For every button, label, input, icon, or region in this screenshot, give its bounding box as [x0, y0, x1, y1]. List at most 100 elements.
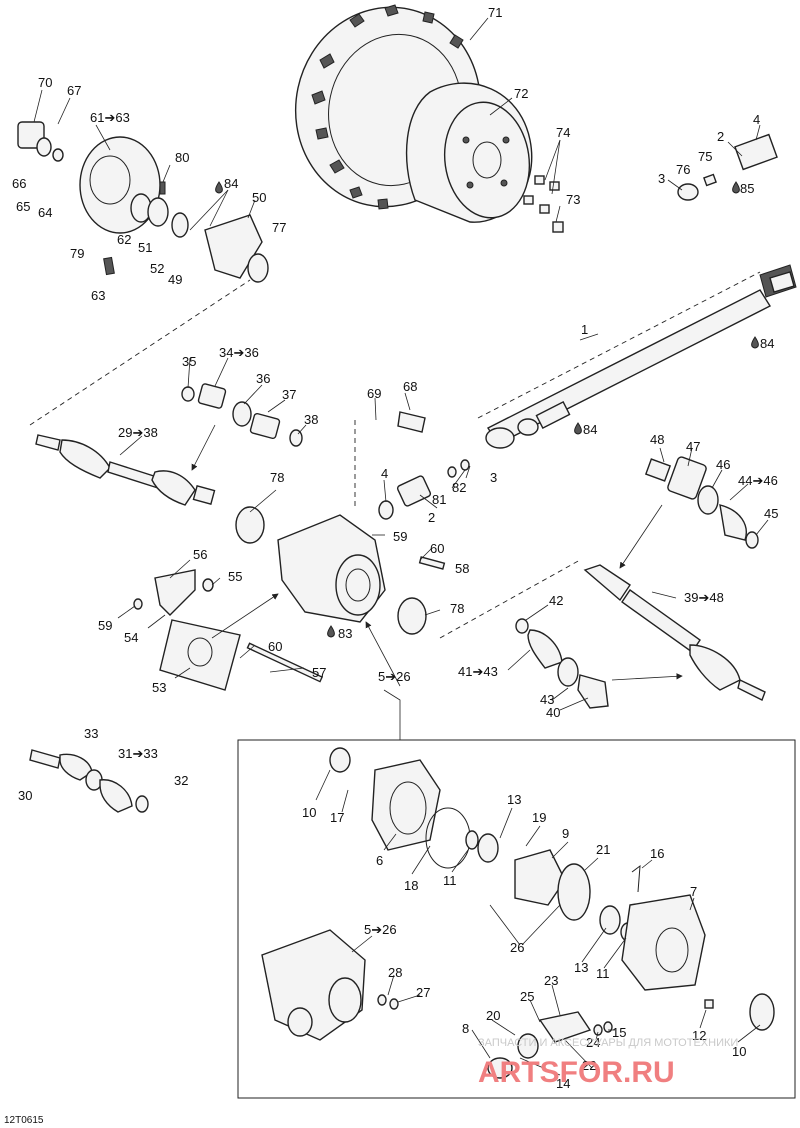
callout: 5➔26 — [364, 922, 397, 937]
callout: 9 — [562, 826, 569, 841]
callout: 81 — [432, 492, 446, 507]
mount-plate-group — [133, 569, 324, 691]
callout: 52 — [150, 261, 164, 276]
callout: 12 — [692, 1028, 706, 1043]
right-drive-axle — [515, 456, 766, 709]
callout: 56 — [193, 547, 207, 562]
callout: 31➔33 — [118, 746, 158, 761]
callout: 4 — [381, 466, 388, 481]
coupler-group-top-right — [677, 133, 797, 298]
callout: 24 — [586, 1035, 600, 1050]
callout: 33 — [84, 726, 98, 741]
callout: 23 — [544, 973, 558, 988]
callout: 18 — [404, 878, 418, 893]
callout: 3 — [658, 171, 665, 186]
callout: 30 — [18, 788, 32, 803]
callout: 59 — [98, 618, 112, 633]
callout: 44➔46 — [738, 473, 778, 488]
callout: 76 — [676, 162, 690, 177]
callout: 14 — [556, 1076, 570, 1091]
callout: 16 — [650, 846, 664, 861]
callout: 84 — [583, 422, 597, 437]
callout: 53 — [152, 680, 166, 695]
callout: 7 — [690, 884, 697, 899]
pointer-arrows — [191, 424, 683, 687]
callout: 42 — [549, 593, 563, 608]
callout: 36 — [256, 371, 270, 386]
callout: 63 — [91, 288, 105, 303]
callout: 65 — [16, 199, 30, 214]
callout: 57 — [312, 665, 326, 680]
callout: 6 — [376, 853, 383, 868]
callout: 85 — [740, 181, 754, 196]
callout: 22 — [582, 1058, 596, 1073]
callout: 2 — [717, 129, 724, 144]
callout: 11 — [443, 873, 457, 888]
driveshaft — [485, 289, 771, 449]
callout: 10 — [732, 1044, 746, 1059]
callout: 19 — [532, 810, 546, 825]
callout: 13 — [507, 792, 521, 807]
callout: 66 — [12, 176, 26, 191]
callout: 41➔43 — [458, 664, 498, 679]
callout: 32 — [174, 773, 188, 788]
callout: 68 — [403, 379, 417, 394]
callout: 25 — [520, 989, 534, 1004]
callout: 83 — [338, 626, 352, 641]
callout: 77 — [272, 220, 286, 235]
hub-group — [17, 121, 269, 283]
callout: 69 — [367, 386, 381, 401]
callout: 10 — [302, 805, 316, 820]
callout: 71 — [488, 5, 502, 20]
callout: 38 — [304, 412, 318, 427]
callout: 59 — [393, 529, 407, 544]
callout: 26 — [510, 940, 524, 955]
callout: 39➔48 — [684, 590, 724, 605]
callout: 48 — [650, 432, 664, 447]
callout: 60 — [268, 639, 282, 654]
callout-labels: 71 72 74 73 4 2 75 76 3 85 1 84 84 70 67… — [12, 5, 778, 1091]
callout: 28 — [388, 965, 402, 980]
callout: 73 — [566, 192, 580, 207]
callout: 67 — [67, 83, 81, 98]
callout: 61➔63 — [90, 110, 130, 125]
callout: 78 — [450, 601, 464, 616]
callout: 64 — [38, 205, 52, 220]
callout: 8 — [462, 1021, 469, 1036]
callout: 62 — [117, 232, 131, 247]
callout: 27 — [416, 985, 430, 1000]
callout: 49 — [168, 272, 182, 287]
callout: 72 — [514, 86, 528, 101]
callout: 55 — [228, 569, 242, 584]
leader-lines — [33, 17, 769, 1076]
callout: 11 — [596, 966, 610, 981]
callout: 34➔36 — [219, 345, 259, 360]
callout: 46 — [716, 457, 730, 472]
callout: 45 — [764, 506, 778, 521]
callout: 29➔38 — [118, 425, 158, 440]
callout: 40 — [546, 705, 560, 720]
callout: 78 — [270, 470, 284, 485]
rim — [405, 82, 533, 223]
callout: 5➔26 — [378, 669, 411, 684]
callout: 21 — [596, 842, 610, 857]
callout: 1 — [581, 322, 588, 337]
callout: 80 — [175, 150, 189, 165]
callout: 13 — [574, 960, 588, 975]
callout: 82 — [452, 480, 466, 495]
callout: 58 — [455, 561, 469, 576]
callout: 47 — [686, 439, 700, 454]
watermark-tagline: ЗАПЧАСТИ И АКСЕССУАРЫ ДЛЯ МОТОТЕХНИКИ — [478, 1037, 738, 1049]
callout: 74 — [556, 125, 570, 140]
callout: 54 — [124, 630, 138, 645]
diagram-code: 12T0615 — [4, 1115, 44, 1126]
oil-drop-icon — [215, 181, 759, 638]
callout: 84 — [224, 176, 238, 191]
callout: 17 — [330, 810, 344, 825]
watermark-logo: ARTSFOR.RU — [478, 1056, 675, 1089]
callout: 35 — [182, 354, 196, 369]
callout: 51 — [138, 240, 152, 255]
outer-cv-joint-lower-left — [29, 749, 149, 813]
callout: 4 — [753, 112, 760, 127]
